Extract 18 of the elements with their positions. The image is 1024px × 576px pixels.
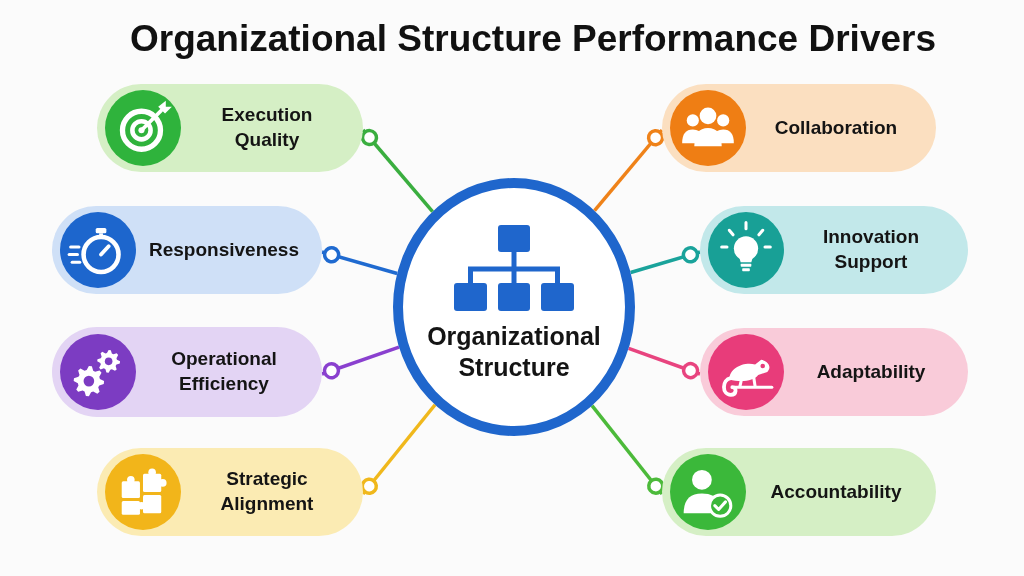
node-label: Responsiveness [149, 237, 299, 262]
node-label: Execution Quality [220, 103, 314, 152]
connector-line [321, 345, 400, 380]
connector-line [360, 403, 437, 496]
node-label: Accountability [770, 479, 902, 504]
node-label: Operational Efficiency [170, 347, 278, 396]
node-label: Innovation Support [821, 225, 921, 274]
node-label: Adaptability [816, 359, 926, 384]
node-label: Strategic Alignment [219, 467, 315, 516]
node-label: Collaboration [774, 115, 898, 140]
connector-line [628, 346, 701, 380]
connector-line [630, 246, 701, 275]
connector-line [593, 128, 665, 212]
connector-line [321, 246, 398, 276]
connector-line [590, 404, 665, 496]
connector-line [360, 128, 434, 213]
hub-label: Organizational Structure [426, 321, 602, 382]
diagram-title: Organizational Structure Performance Drivers [130, 18, 936, 61]
